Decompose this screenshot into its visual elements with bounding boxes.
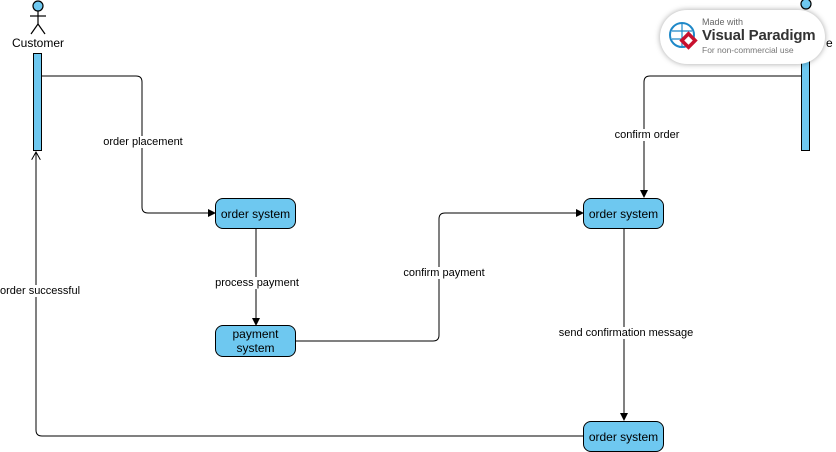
watermark-made-with: Made with (702, 17, 744, 27)
payment-system-label-line2: system (236, 341, 275, 355)
order-system-node-1-label: order system (220, 206, 291, 221)
order-system-node-3-label: order system (588, 429, 659, 444)
edge-order-successful (36, 152, 583, 437)
edge-label-process-payment: process payment (214, 277, 300, 289)
edge-label-confirm-order: confirm order (613, 129, 681, 141)
watermark-badge: Made with Visual Paradigm For non-commer… (660, 10, 825, 64)
watermark-brand: Visual Paradigm (702, 27, 816, 44)
edge-label-order-placement: order placement (102, 136, 184, 148)
edge-confirm-order (640, 75, 801, 198)
customer-label: Customer (12, 36, 65, 50)
order-system-node-2[interactable]: order system (583, 198, 664, 229)
payment-system-label-line1: payment (232, 327, 279, 341)
right-actor-label: e (826, 36, 833, 50)
edge-label-confirm-payment: confirm payment (402, 267, 486, 279)
edge-label-order-successful: order successful (0, 285, 82, 297)
payment-system-node[interactable]: payment system (215, 325, 296, 357)
right-lifeline-bar[interactable] (801, 53, 810, 151)
customer-actor-icon (30, 0, 46, 35)
watermark-note: For non-commercial use (702, 45, 794, 55)
order-system-node-2-label: order system (588, 206, 659, 221)
order-system-node-1[interactable]: order system (215, 198, 296, 229)
order-system-node-3[interactable]: order system (583, 421, 664, 452)
visual-paradigm-logo-icon (669, 22, 698, 50)
right-actor-icon (800, 0, 812, 10)
customer-lifeline-bar[interactable] (33, 53, 42, 151)
edge-label-send-confirmation: send confirmation message (557, 327, 695, 339)
